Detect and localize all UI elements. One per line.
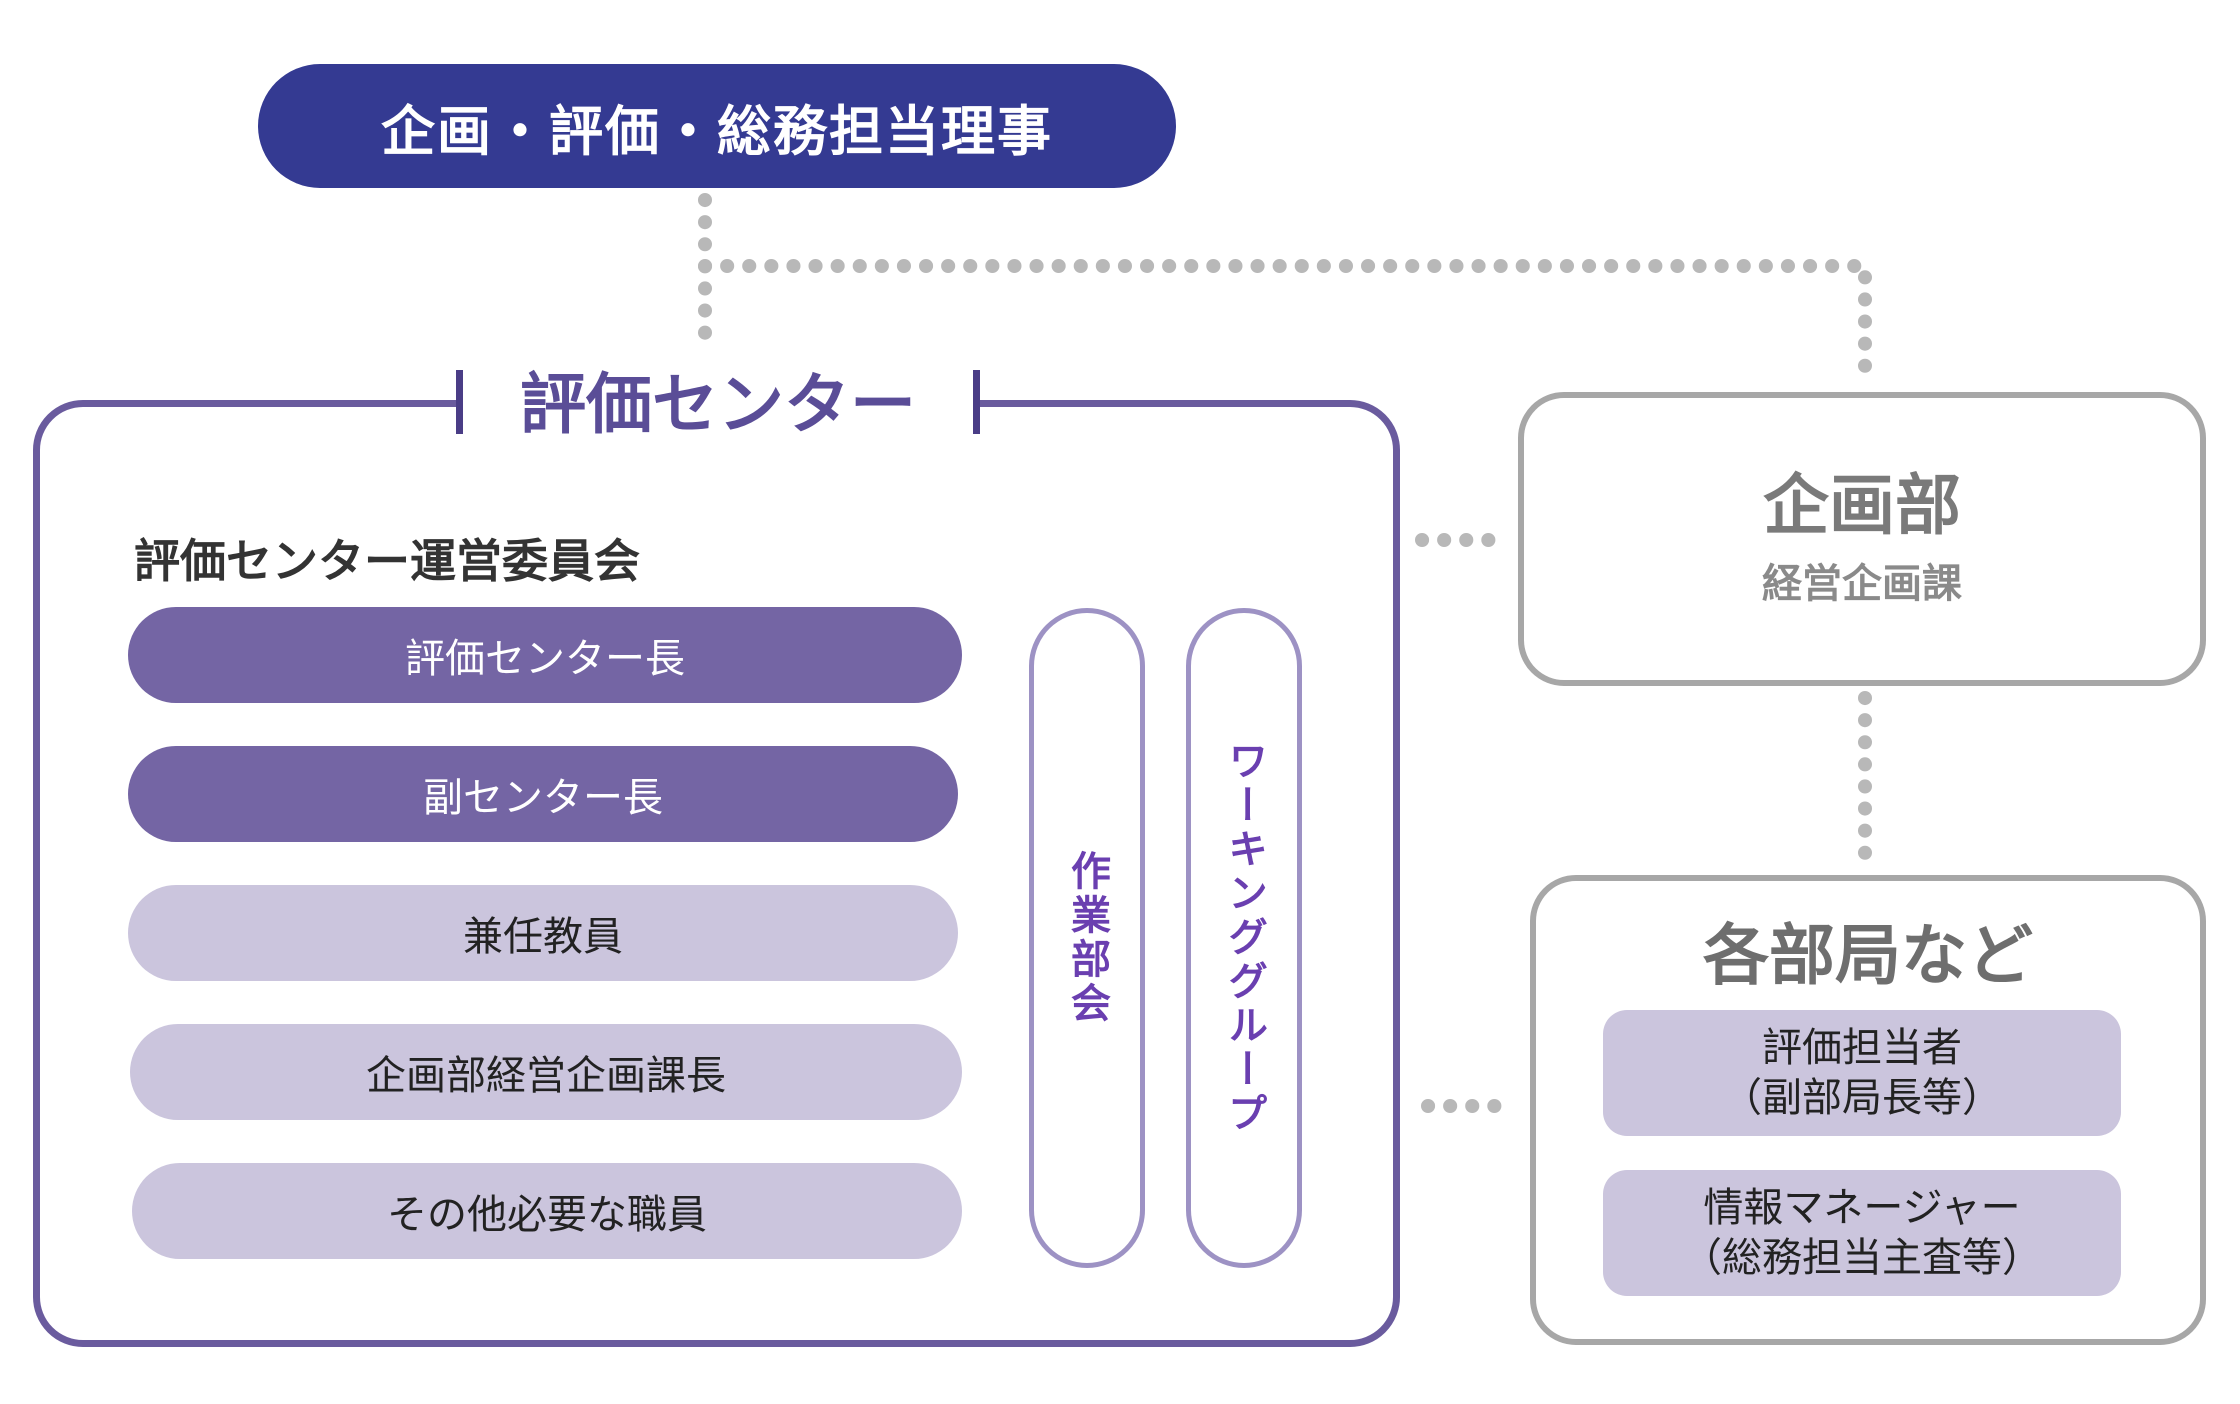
- member-label: 兼任教員: [463, 914, 623, 960]
- working-committee-pill: 作業部会: [1029, 608, 1145, 1268]
- divisions-member-evaluation-officer: 評価担当者 （副部局長等）: [1603, 1010, 2121, 1136]
- member-label: 副センター長: [423, 775, 663, 821]
- divisions-title: 各部局など: [1703, 917, 2033, 994]
- title-gap: [460, 380, 976, 440]
- member-pill-vice-director: 副センター長: [128, 746, 958, 842]
- planning-department-box: [1518, 392, 2206, 686]
- title-right-bracket: [973, 370, 980, 434]
- member-line2: （副部局長等）: [1722, 1075, 2002, 1121]
- member-pill-center-director: 評価センター長: [128, 607, 962, 703]
- director-node-label: 企画・評価・総務担当理事: [381, 99, 1053, 163]
- member-pill-other-staff: その他必要な職員: [132, 1163, 962, 1259]
- planning-department-title: 企画部: [1763, 467, 1961, 544]
- member-label: 評価センター長: [405, 636, 685, 682]
- working-group-pill: ワーキンググループ: [1186, 608, 1302, 1268]
- working-group-label: ワーキンググループ: [1221, 740, 1267, 1136]
- member-label: 企画部経営企画課長: [366, 1053, 726, 1099]
- member-line1: 情報マネージャー: [1703, 1185, 2021, 1231]
- member-pill-concurrent-faculty: 兼任教員: [128, 885, 958, 981]
- evaluation-center-title: 評価センター: [520, 366, 916, 443]
- member-label: その他必要な職員: [387, 1192, 707, 1238]
- planning-department-subtitle: 経営企画課: [1762, 561, 1962, 607]
- member-line2: （総務担当主査等）: [1682, 1235, 2042, 1281]
- member-line1: 評価担当者: [1762, 1025, 1962, 1071]
- director-node: 企画・評価・総務担当理事: [258, 64, 1176, 188]
- divisions-member-information-manager: 情報マネージャー （総務担当主査等）: [1603, 1170, 2121, 1296]
- title-left-bracket: [456, 370, 463, 434]
- connector-top-to-planning: [698, 259, 1872, 387]
- working-committee-label: 作業部会: [1064, 850, 1110, 1026]
- committee-title: 評価センター運営委員会: [134, 534, 640, 588]
- member-pill-planning-section-chief: 企画部経営企画課長: [130, 1024, 962, 1120]
